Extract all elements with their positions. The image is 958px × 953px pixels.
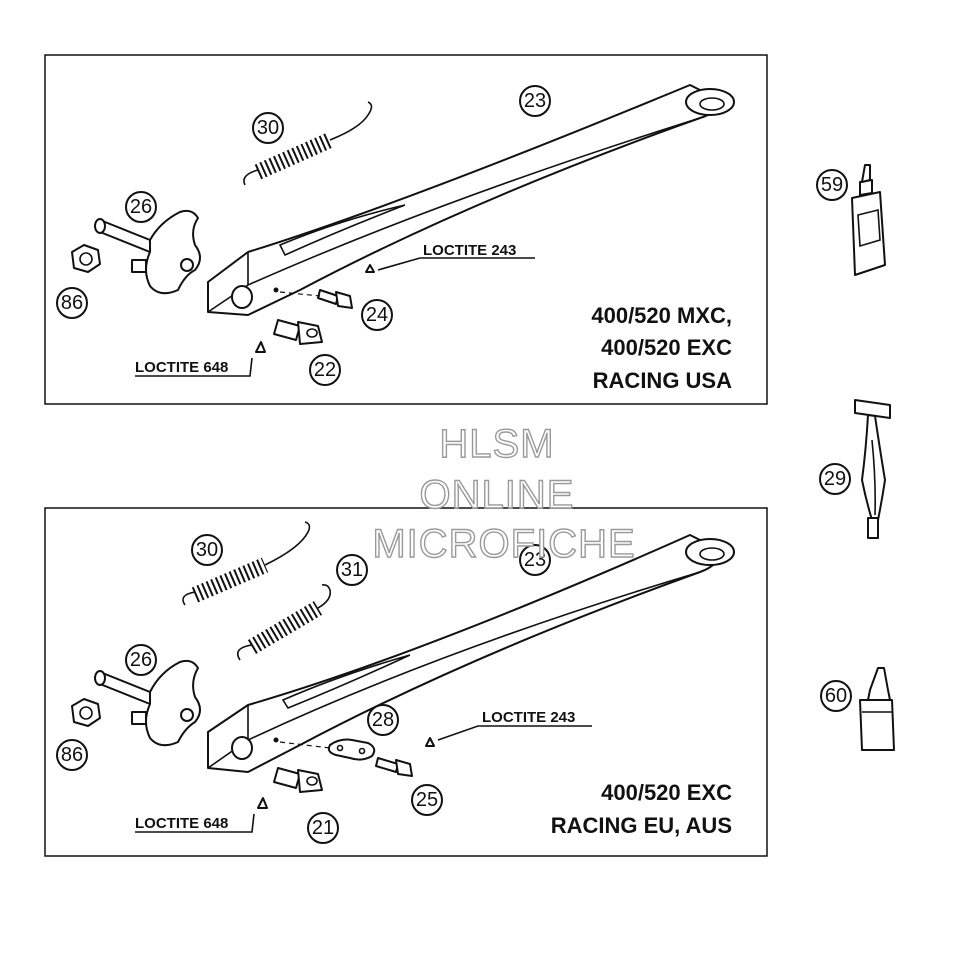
svg-text:26: 26 xyxy=(130,649,152,671)
svg-text:25: 25 xyxy=(416,789,438,811)
callout-21: 21 xyxy=(307,812,339,844)
loctite-243-label: LOCTITE 243 xyxy=(482,709,575,726)
plate xyxy=(327,738,376,761)
callout-30: 30 xyxy=(191,534,223,566)
svg-text:30: 30 xyxy=(196,539,218,561)
callout-23: 23 xyxy=(519,85,551,117)
callout-59: 59 xyxy=(816,169,848,201)
callout-24: 24 xyxy=(361,299,393,331)
svg-text:24: 24 xyxy=(366,304,388,326)
model-line-2: 400/520 EXC xyxy=(601,335,732,360)
watermark-line-2: ONLINE xyxy=(420,473,575,517)
svg-text:86: 86 xyxy=(61,744,83,766)
callout-86: 86 xyxy=(56,739,88,771)
callout-22: 22 xyxy=(309,354,341,386)
pivot-bracket xyxy=(94,659,201,747)
svg-text:28: 28 xyxy=(372,709,394,731)
bolt xyxy=(257,767,323,809)
bolt xyxy=(255,319,323,353)
screw-short xyxy=(279,264,375,309)
panel-bottom-frame xyxy=(44,507,768,857)
nut xyxy=(71,698,101,727)
svg-text:29: 29 xyxy=(824,468,846,490)
svg-text:60: 60 xyxy=(825,685,847,707)
model-line-2: RACING EU, AUS xyxy=(551,813,732,838)
model-line-1: 400/520 MXC, xyxy=(591,303,732,328)
callout-60: 60 xyxy=(820,680,852,712)
svg-text:22: 22 xyxy=(314,359,336,381)
spring-31 xyxy=(236,584,332,661)
callout-23: 23 xyxy=(519,544,551,576)
loctite-648-label: LOCTITE 648 xyxy=(135,815,228,832)
side-stand-leg xyxy=(207,84,735,316)
accessory-tool: 29 xyxy=(819,399,891,539)
pivot-bracket xyxy=(94,209,201,295)
svg-text:59: 59 xyxy=(821,174,843,196)
nut xyxy=(71,244,101,273)
watermark-line-3: MICROFICHE xyxy=(372,522,635,566)
model-line-3: RACING USA xyxy=(593,368,732,393)
panel-top: LOCTITE 243 LOCTITE 648 400/520 MXC, 400… xyxy=(44,54,768,405)
watermark: HLSM ONLINE MICROFICHE xyxy=(372,421,636,566)
callout-26: 26 xyxy=(125,191,157,223)
callout-30: 30 xyxy=(252,112,284,144)
callout-28: 28 xyxy=(367,704,399,736)
callout-31: 31 xyxy=(336,554,368,586)
callout-86: 86 xyxy=(56,287,88,319)
accessory-loctite-bottle: 59 xyxy=(816,164,886,276)
callout-26: 26 xyxy=(125,644,157,676)
svg-text:23: 23 xyxy=(524,90,546,112)
svg-text:26: 26 xyxy=(130,196,152,218)
loctite-243-label: LOCTITE 243 xyxy=(423,242,516,259)
accessory-tube: 60 xyxy=(820,667,895,751)
watermark-line-1: HLSM xyxy=(439,422,554,466)
svg-text:86: 86 xyxy=(61,292,83,314)
callout-25: 25 xyxy=(411,784,443,816)
svg-text:30: 30 xyxy=(257,117,279,139)
spring xyxy=(243,101,373,186)
model-line-1: 400/520 EXC xyxy=(601,780,732,805)
svg-text:23: 23 xyxy=(524,549,546,571)
callout-29: 29 xyxy=(819,463,851,495)
panel-bottom: LOCTITE 243 LOCTITE 648 400/520 EXC RACI… xyxy=(44,507,768,857)
spring-30 xyxy=(182,521,311,606)
loctite-648-label: LOCTITE 648 xyxy=(135,359,228,376)
screw-short xyxy=(279,737,435,777)
side-stand-leg xyxy=(207,534,735,773)
svg-text:31: 31 xyxy=(341,559,363,581)
svg-text:21: 21 xyxy=(312,817,334,839)
panel-top-frame xyxy=(44,54,768,405)
